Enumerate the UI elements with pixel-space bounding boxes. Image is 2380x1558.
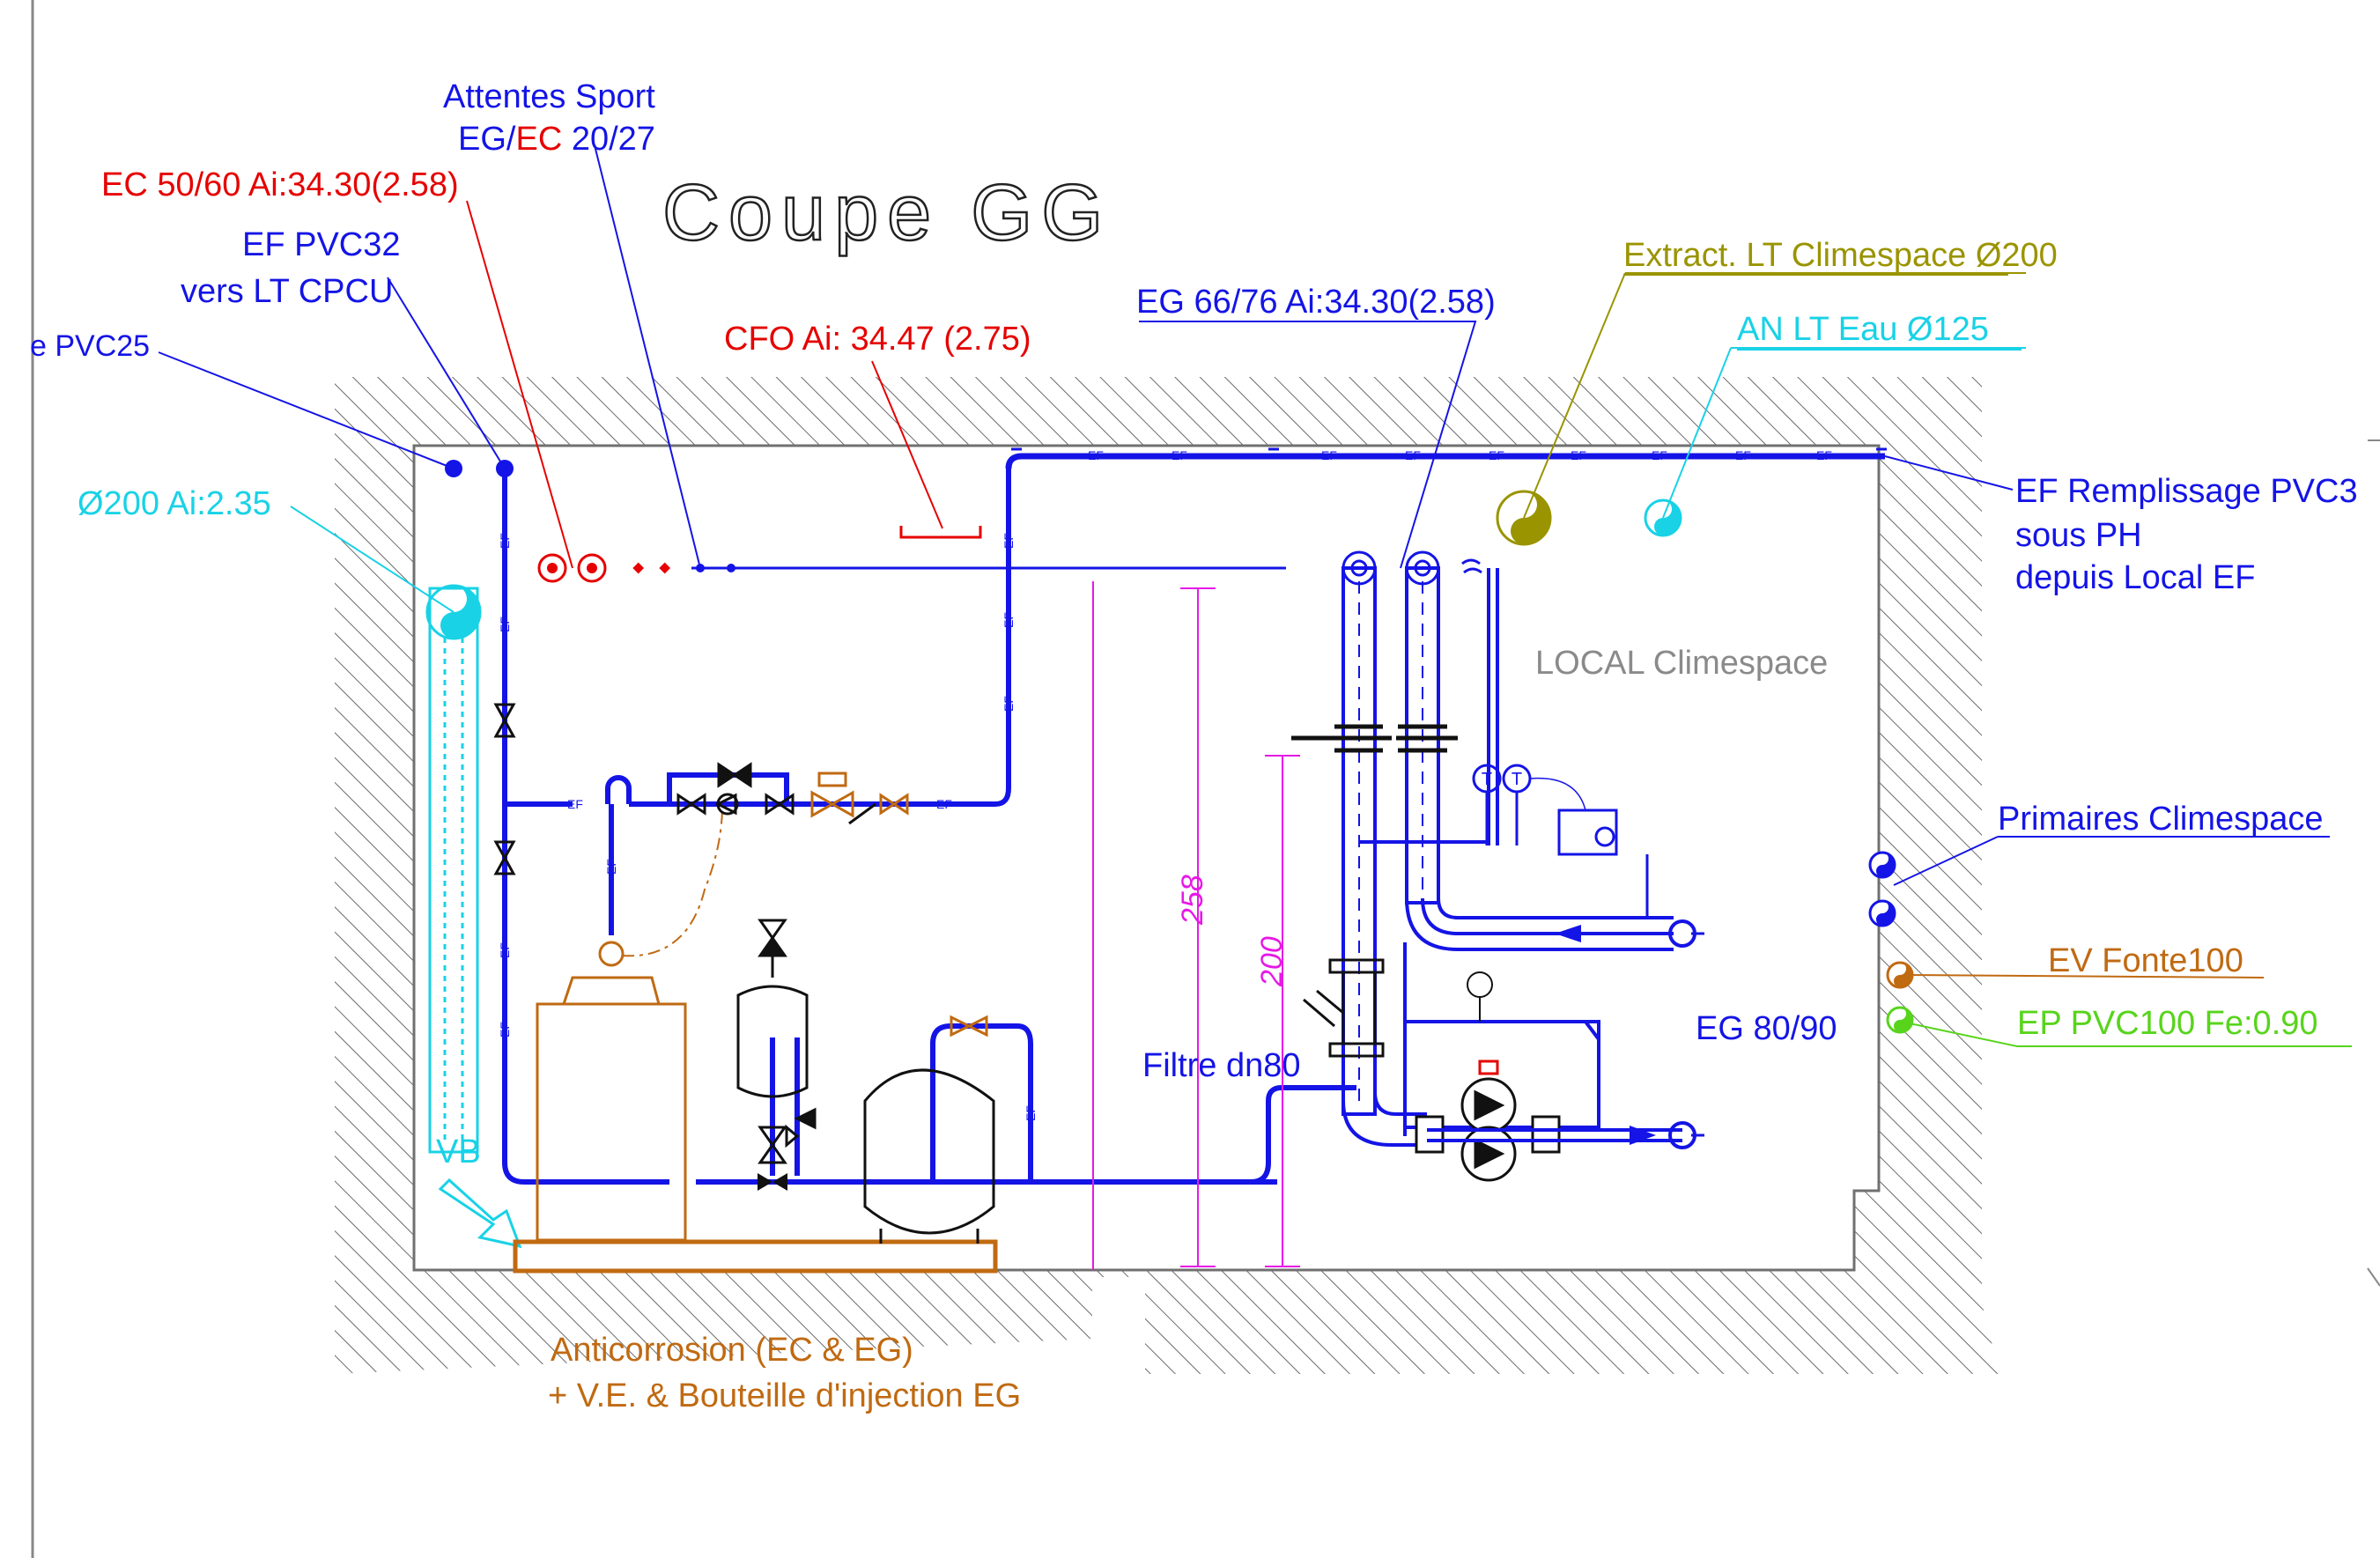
primaires-symbols — [1868, 851, 1896, 927]
svg-text:EF: EF — [936, 797, 952, 811]
label-vb: VB — [436, 1133, 481, 1170]
svg-text:EF: EF — [498, 942, 512, 958]
label-ec-5060: EC 50/60 Ai:34.30(2.58) — [101, 166, 459, 203]
svg-text:EF: EF — [498, 1022, 512, 1037]
label-ef-remp-line3: depuis Local EF — [2015, 559, 2256, 596]
dim-200: 200 — [1255, 936, 1289, 987]
label-eg-6676: EG 66/76 Ai:34.30(2.58) — [1136, 284, 1496, 321]
ep-symbol — [1886, 1006, 1914, 1034]
climespace-risers — [1342, 566, 1674, 1147]
label-eg-8090: EG 80/90 — [1696, 1010, 1837, 1047]
svg-text:EF: EF — [1816, 448, 1832, 462]
sensors — [1472, 764, 1649, 916]
svg-text:T: T — [1482, 770, 1492, 789]
svg-text:EF: EF — [1571, 448, 1586, 462]
filter-dn80 — [1303, 958, 1385, 1058]
flanges — [1291, 724, 1458, 753]
svg-text:EF: EF — [1002, 533, 1016, 549]
pressure-gauge — [1467, 971, 1493, 1022]
label-attentes-line1: Attentes Sport — [443, 78, 655, 115]
svg-text:EF: EF — [498, 617, 512, 632]
vb-duct-symbol — [440, 586, 480, 639]
ef-valves — [676, 762, 909, 825]
label-local: LOCAL Climespace — [1535, 645, 1828, 682]
drawing-title: Coupe GG — [662, 169, 1112, 257]
circulator-pumps — [1415, 1060, 1561, 1182]
ef-pipes-left — [502, 453, 1885, 1185]
dimension-lines — [1092, 581, 1300, 1270]
svg-text:EF: EF — [1652, 448, 1667, 462]
label-ef-pvc32-line2: vers LT CPCU — [181, 273, 393, 310]
label-ef-pvc32-line1: EF PVC32 — [242, 226, 401, 263]
svg-text:EF: EF — [604, 859, 618, 875]
injection-tank — [863, 1015, 995, 1244]
label-ef-remp-line2: sous PH — [2015, 517, 2142, 554]
svg-text:EF: EF — [1088, 448, 1104, 462]
svg-text:T: T — [1512, 770, 1522, 789]
svg-text:EF: EF — [1405, 448, 1421, 462]
label-extract: Extract. LT Climespace Ø200 — [1623, 237, 2058, 274]
label-attentes-line2: EG/EC 20/27 — [458, 121, 655, 158]
svg-text:EF: EF — [1321, 448, 1337, 462]
svg-text:EF: EF — [1489, 448, 1504, 462]
label-d200-ai: Ø200 Ai:2.35 — [78, 485, 271, 522]
cfo-marker — [899, 526, 982, 539]
bottom-valves — [758, 1173, 787, 1191]
label-pvc25: e PVC25 — [30, 329, 150, 363]
wall-hatching — [335, 377, 1999, 1383]
climespace-caps — [1342, 550, 1482, 586]
label-ef-remp-line1: EF Remplissage PVC3 — [2015, 473, 2358, 510]
label-anticor-line2: + V.E. & Bouteille d'injection EG — [548, 1377, 1021, 1414]
label-anticor-line1: Anticorrosion (EC & EG) — [551, 1332, 913, 1369]
label-filtre: Filtre dn80 — [1142, 1047, 1301, 1084]
label-ev-fonte: EV Fonte100 — [2048, 942, 2243, 979]
svg-text:EF: EF — [1002, 612, 1016, 628]
riser-valves — [493, 703, 516, 875]
label-ep-pvc: EP PVC100 Fe:0.90 — [2017, 1005, 2318, 1042]
anticorrosion-unit — [513, 805, 998, 1274]
svg-text:EF: EF — [1002, 696, 1016, 712]
expansion-vessel — [736, 919, 817, 1164]
svg-text:EF: EF — [567, 797, 583, 811]
vb-duct — [425, 584, 522, 1249]
label-cfo: CFO Ai: 34.47 (2.75) — [724, 321, 1031, 358]
pipe-tags: EF EF EF EF EF EF EF EF EF EF EF — [567, 448, 1832, 811]
ev-symbol — [1886, 961, 1914, 989]
dim-258: 258 — [1176, 875, 1209, 926]
label-primaires: Primaires Climespace — [1998, 801, 2324, 838]
svg-text:EF: EF — [498, 533, 512, 549]
label-an-lt: AN LT Eau Ø125 — [1737, 311, 1989, 348]
svg-text:EF: EF — [1735, 448, 1751, 462]
svg-text:EF: EF — [1024, 1105, 1038, 1121]
ec-pipes-section — [537, 553, 671, 583]
svg-text:EF: EF — [1172, 448, 1187, 462]
